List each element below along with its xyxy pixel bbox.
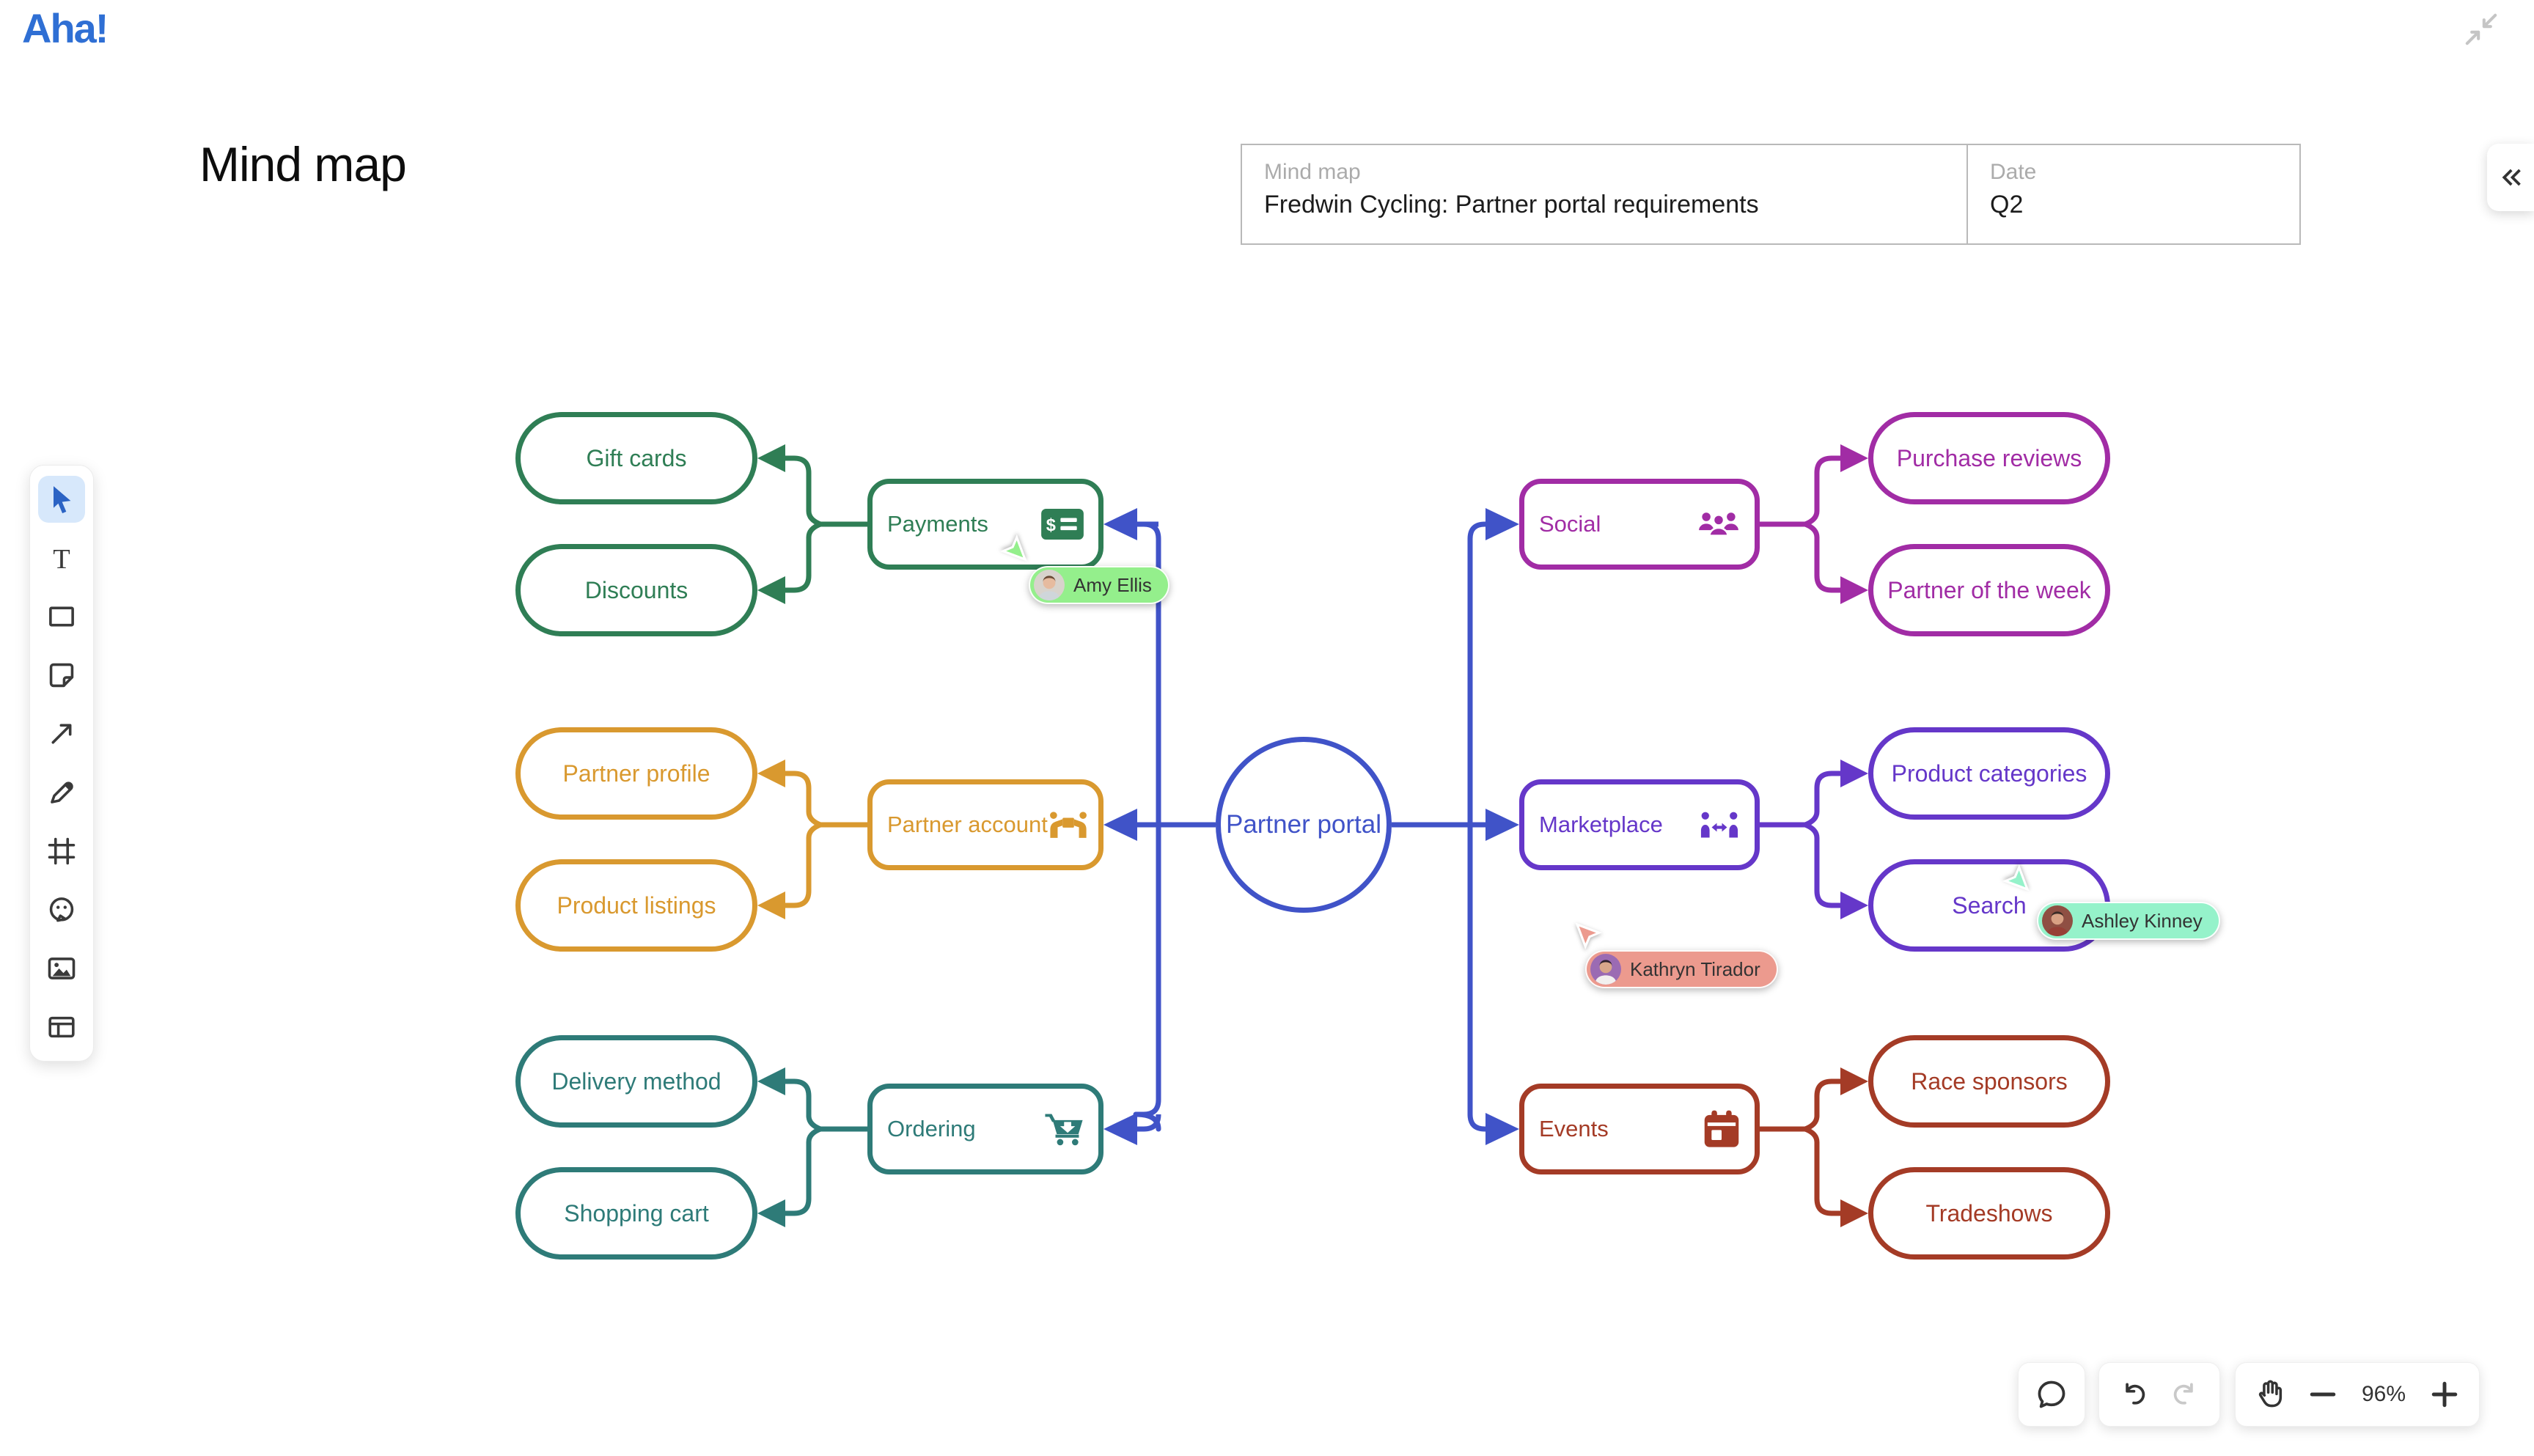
history-panel <box>2098 1362 2220 1427</box>
mindmap-node-shopping-cart[interactable]: Shopping cart <box>515 1167 757 1260</box>
select-tool[interactable] <box>38 476 85 523</box>
mindmap-node-gift-cards[interactable]: Gift cards <box>515 412 757 504</box>
node-label: Payments <box>887 511 988 537</box>
field-value: Fredwin Cycling: Partner portal requirem… <box>1264 191 1759 218</box>
node-label: Marketplace <box>1539 812 1663 837</box>
cursor-pointer-icon <box>1575 922 1603 950</box>
mindmap-node-partner-account[interactable]: Partner account <box>867 779 1103 870</box>
text-icon: T <box>53 544 70 574</box>
hand-icon <box>2258 1380 2283 1408</box>
mindmap-node-payments[interactable]: Payments $ <box>867 479 1103 570</box>
money-check-icon: $ <box>1041 509 1084 540</box>
mindmap-node-partner-portal[interactable]: Partner portal <box>1216 737 1392 913</box>
plus-icon <box>2431 1381 2458 1408</box>
text-tool[interactable]: T <box>38 534 85 581</box>
template-icon <box>48 1016 75 1038</box>
pencil-icon <box>51 782 73 804</box>
mindmap-node-tradeshows[interactable]: Tradeshows <box>1868 1167 2110 1260</box>
connector-tool[interactable] <box>38 710 85 757</box>
comment-panel <box>2018 1362 2085 1427</box>
collaborator-cursor-kathryn-tirador: Kathryn Tirador <box>1573 921 1778 988</box>
page-title[interactable]: Mind map <box>199 137 407 191</box>
cursor-icon <box>54 486 71 514</box>
zoom-out-button[interactable] <box>2304 1375 2342 1413</box>
minus-icon <box>2310 1392 2336 1397</box>
mindmap-header-table: Mind map Fredwin Cycling: Partner portal… <box>1241 144 2301 245</box>
sticky-note-icon <box>49 663 74 688</box>
mindmap-node-marketplace[interactable]: Marketplace <box>1519 779 1760 870</box>
aha-logo[interactable]: Aha! <box>22 5 109 51</box>
arrow-icon <box>51 724 72 744</box>
people-arrows-icon <box>1699 811 1740 839</box>
mindmap-node-delivery-method[interactable]: Delivery method <box>515 1035 757 1128</box>
zoom-level: 96% <box>2361 1382 2406 1406</box>
people-carry-icon <box>1048 811 1089 839</box>
pan-tool-button[interactable] <box>2251 1375 2289 1413</box>
node-label: Ordering <box>887 1116 976 1141</box>
image-tool[interactable] <box>38 945 85 992</box>
sticker-icon <box>49 897 74 922</box>
mindmap-node-race-sponsors[interactable]: Race sponsors <box>1868 1035 2110 1128</box>
field-label: Date <box>1990 160 2037 184</box>
sticky-note-tool[interactable] <box>38 652 85 699</box>
zoom-panel: 96% <box>2235 1362 2480 1427</box>
avatar <box>1590 954 1621 985</box>
mindmap-node-ordering[interactable]: Ordering <box>867 1084 1103 1174</box>
collapse-arrows-icon[interactable] <box>2462 10 2500 48</box>
comment-button[interactable] <box>2032 1375 2071 1413</box>
undo-button[interactable] <box>2114 1375 2152 1413</box>
field-label: Mind map <box>1264 160 1361 184</box>
date-field[interactable]: Date Q2 <box>1966 145 2299 243</box>
mindmap-node-partner-of-the-week[interactable]: Partner of the week <box>1868 544 2110 636</box>
mindmap-node-partner-profile[interactable]: Partner profile <box>515 727 757 820</box>
double-chevron-left-icon <box>2502 169 2521 186</box>
shape-tool[interactable] <box>38 593 85 640</box>
mindmap-node-events[interactable]: Events <box>1519 1084 1760 1174</box>
redo-button[interactable] <box>2167 1375 2205 1413</box>
mindmap-node-product-listings[interactable]: Product listings <box>515 859 757 952</box>
field-value: Q2 <box>1990 191 2024 218</box>
mindmap-node-search[interactable]: Search <box>1868 859 2110 952</box>
node-label: Partner account <box>887 812 1048 837</box>
frame-icon <box>48 837 76 865</box>
zoom-in-button[interactable] <box>2425 1375 2464 1413</box>
mindmap-node-social[interactable]: Social <box>1519 479 1760 570</box>
svg-text:T: T <box>53 544 70 574</box>
avatar <box>1034 570 1065 600</box>
collapse-panel-button[interactable] <box>2487 144 2534 211</box>
redo-icon <box>2173 1383 2193 1405</box>
collaborator-name: Kathryn Tirador <box>1630 957 1760 980</box>
draw-tool[interactable] <box>38 769 85 816</box>
node-label: Events <box>1539 1116 1609 1141</box>
comment-bubble-icon <box>2038 1380 2065 1408</box>
svg-text:$: $ <box>1046 516 1056 535</box>
rectangle-icon <box>49 606 74 627</box>
image-icon <box>48 957 76 979</box>
tool-palette: T <box>29 465 94 1062</box>
mindmap-node-discounts[interactable]: Discounts <box>515 544 757 636</box>
collaborator-name: Amy Ellis <box>1073 573 1152 596</box>
frame-tool[interactable] <box>38 828 85 875</box>
template-tool[interactable] <box>38 1004 85 1051</box>
node-label: Social <box>1539 511 1601 537</box>
mindmap-node-product-categories[interactable]: Product categories <box>1868 727 2110 820</box>
users-icon <box>1697 510 1740 539</box>
mindmap-title-field[interactable]: Mind map Fredwin Cycling: Partner portal… <box>1242 145 1966 243</box>
sticker-tool[interactable] <box>38 886 85 933</box>
calendar-icon <box>1703 1110 1740 1148</box>
cart-arrow-down-icon <box>1044 1112 1084 1146</box>
mindmap-node-purchase-reviews[interactable]: Purchase reviews <box>1868 412 2110 504</box>
undo-icon <box>2126 1383 2145 1405</box>
